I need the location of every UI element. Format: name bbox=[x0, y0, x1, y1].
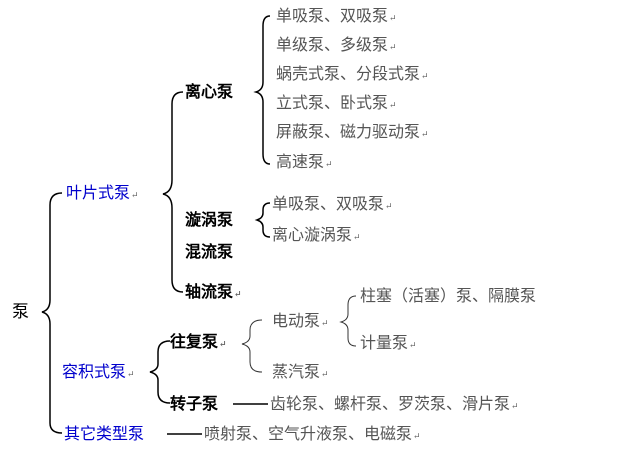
rotor-pump-label: 转子泵 bbox=[170, 394, 219, 413]
vortex-pump-label: 漩涡泵 bbox=[185, 210, 234, 229]
mixed-flow-pump-label: 混流泵 bbox=[185, 242, 234, 261]
other-pump-label: 其它类型泵 bbox=[64, 424, 145, 443]
centrifugal-item: 单吸泵、双吸泵↵ bbox=[276, 6, 397, 25]
centrifugal-item: 屏蔽泵、磁力驱动泵↵ bbox=[276, 122, 429, 141]
centrifugal-item: 立式泵、卧式泵↵ bbox=[276, 93, 397, 112]
root-label: 泵 bbox=[12, 302, 29, 322]
rotor-pump-items: 齿轮泵、螺杆泵、罗茨泵、滑片泵↵ bbox=[270, 394, 519, 413]
centrifugal-item: 蜗壳式泵、分段式泵↵ bbox=[276, 64, 429, 83]
electric-pump-item: 柱塞（活塞）泵、隔膜泵 bbox=[360, 286, 537, 305]
reciprocating-pump-label: 往复泵↵ bbox=[170, 332, 227, 351]
reciprocating-brace bbox=[241, 319, 263, 373]
electric-brace bbox=[339, 295, 357, 347]
centrifugal-item: 单级泵、多级泵↵ bbox=[276, 35, 397, 54]
centrifugal-pump-label: 离心泵 bbox=[185, 82, 234, 101]
axial-flow-pump-label: 轴流泵↵ bbox=[185, 282, 242, 301]
vortex-brace bbox=[254, 202, 271, 238]
centrifugal-item: 高速泵↵ bbox=[276, 152, 333, 171]
vortex-item: 离心漩涡泵↵ bbox=[272, 225, 361, 244]
electric-pump-item: 计量泵↵ bbox=[360, 333, 417, 352]
positive-displacement-pump-label: 容积式泵↵ bbox=[62, 362, 135, 381]
positive-brace bbox=[149, 340, 171, 404]
vortex-item: 单吸泵、双吸泵↵ bbox=[272, 194, 393, 213]
steam-pump-label: 蒸汽泵↵ bbox=[272, 362, 329, 381]
centrifugal-brace bbox=[253, 15, 271, 165]
vane-pump-label: 叶片式泵↵ bbox=[66, 183, 139, 202]
other-pump-items: 喷射泵、空气升液泵、电磁泵↵ bbox=[204, 424, 421, 443]
electric-pump-label: 电动泵↵ bbox=[272, 311, 329, 330]
root-brace bbox=[41, 192, 63, 434]
vane-brace bbox=[162, 91, 184, 293]
